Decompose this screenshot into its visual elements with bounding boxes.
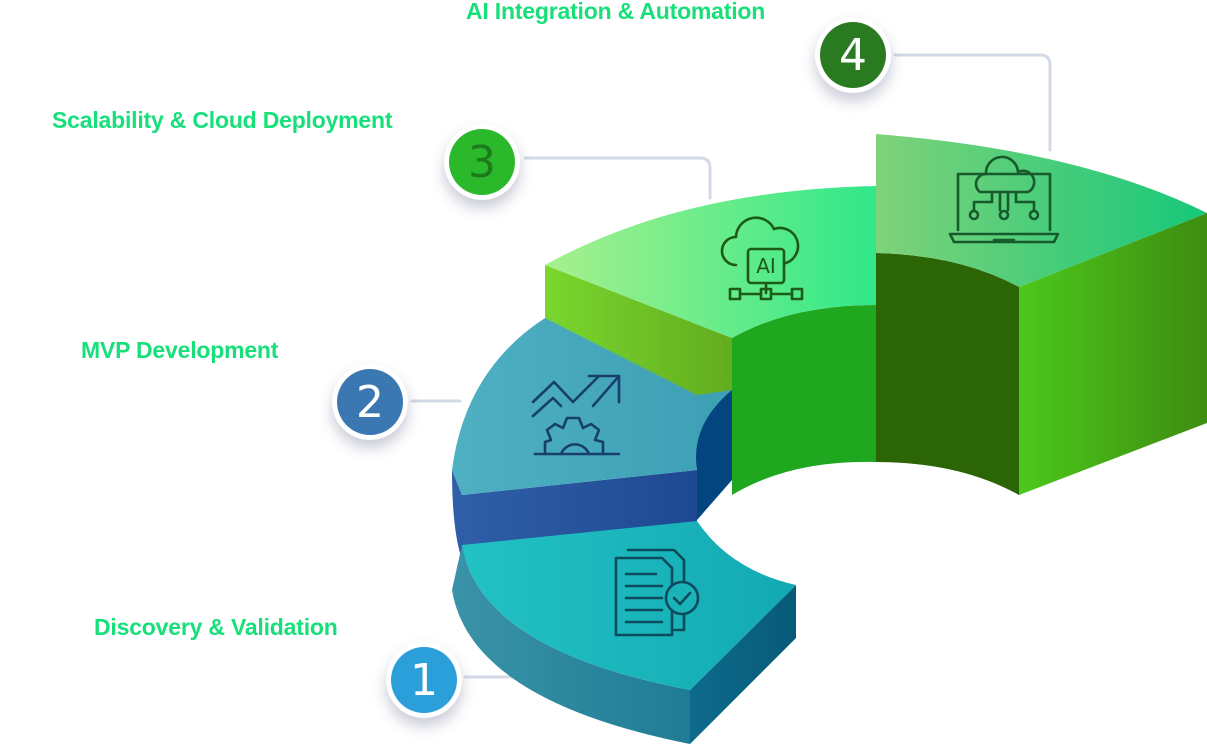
laptop-cloud-circuit-icon	[948, 155, 1060, 244]
step-4-title: AI Integration & Automation	[466, 0, 766, 24]
segment-4-ai	[876, 134, 1207, 495]
step-4-number: 4	[820, 22, 886, 88]
segment-4-inner	[876, 253, 1019, 495]
growth-gear-icon	[531, 374, 621, 456]
segment-4-top	[876, 134, 1207, 287]
step-1-number: 1	[391, 647, 457, 713]
step-1-title: Discovery & Validation	[94, 614, 338, 640]
step-1-badge: 1	[386, 642, 462, 718]
connector-3	[523, 156, 712, 200]
ai-cloud-network-icon: AI	[720, 216, 804, 301]
segment-3-inner	[732, 305, 876, 495]
step-3-title: Scalability & Cloud Deployment	[52, 107, 393, 133]
segment-1-top	[462, 521, 796, 690]
connector-4	[893, 53, 1052, 152]
document-check-icon	[614, 548, 700, 637]
segment-3-side	[545, 265, 732, 395]
segment-1-end	[690, 585, 796, 744]
step-2-number: 2	[337, 369, 403, 435]
step-3-number: 3	[449, 129, 515, 195]
step-2-title: MVP Development	[81, 337, 279, 363]
step-2-badge: 2	[332, 364, 408, 440]
step-3-badge: 3	[444, 124, 520, 200]
ai-chip-text: AI	[756, 254, 776, 278]
segment-1-discovery	[452, 521, 796, 744]
segment-4-side	[1019, 213, 1207, 495]
step-4-badge: 4	[815, 17, 891, 93]
segment-1-side	[452, 545, 690, 744]
